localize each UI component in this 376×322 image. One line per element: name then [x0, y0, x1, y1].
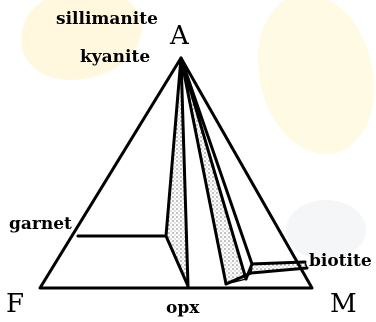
label-vertex-f: F	[6, 289, 24, 319]
tie-line-garnet-opx	[164, 234, 190, 288]
tie-line-opx-biotite-2	[244, 262, 254, 281]
label-vertex-m: M	[330, 289, 357, 319]
label-sillimanite: sillimanite	[56, 9, 158, 29]
label-biotite: biotite	[309, 251, 372, 271]
tie-line-a-opx-right	[179, 56, 228, 286]
tie-line-a-biotite-left	[179, 56, 248, 281]
tie-line-a-garnet	[164, 56, 183, 238]
tie-line-a-opx-left	[179, 56, 190, 288]
label-vertex-a: A	[169, 21, 190, 51]
label-kyanite: kyanite	[80, 47, 150, 67]
triangle-outline	[38, 56, 314, 290]
label-garnet: garnet	[9, 214, 72, 234]
biotite-composition-line-upper	[250, 260, 307, 266]
biotite-composition-line-lower	[249, 266, 309, 275]
label-opx: opx	[166, 298, 200, 318]
tie-line-a-biotite-right	[179, 56, 254, 266]
